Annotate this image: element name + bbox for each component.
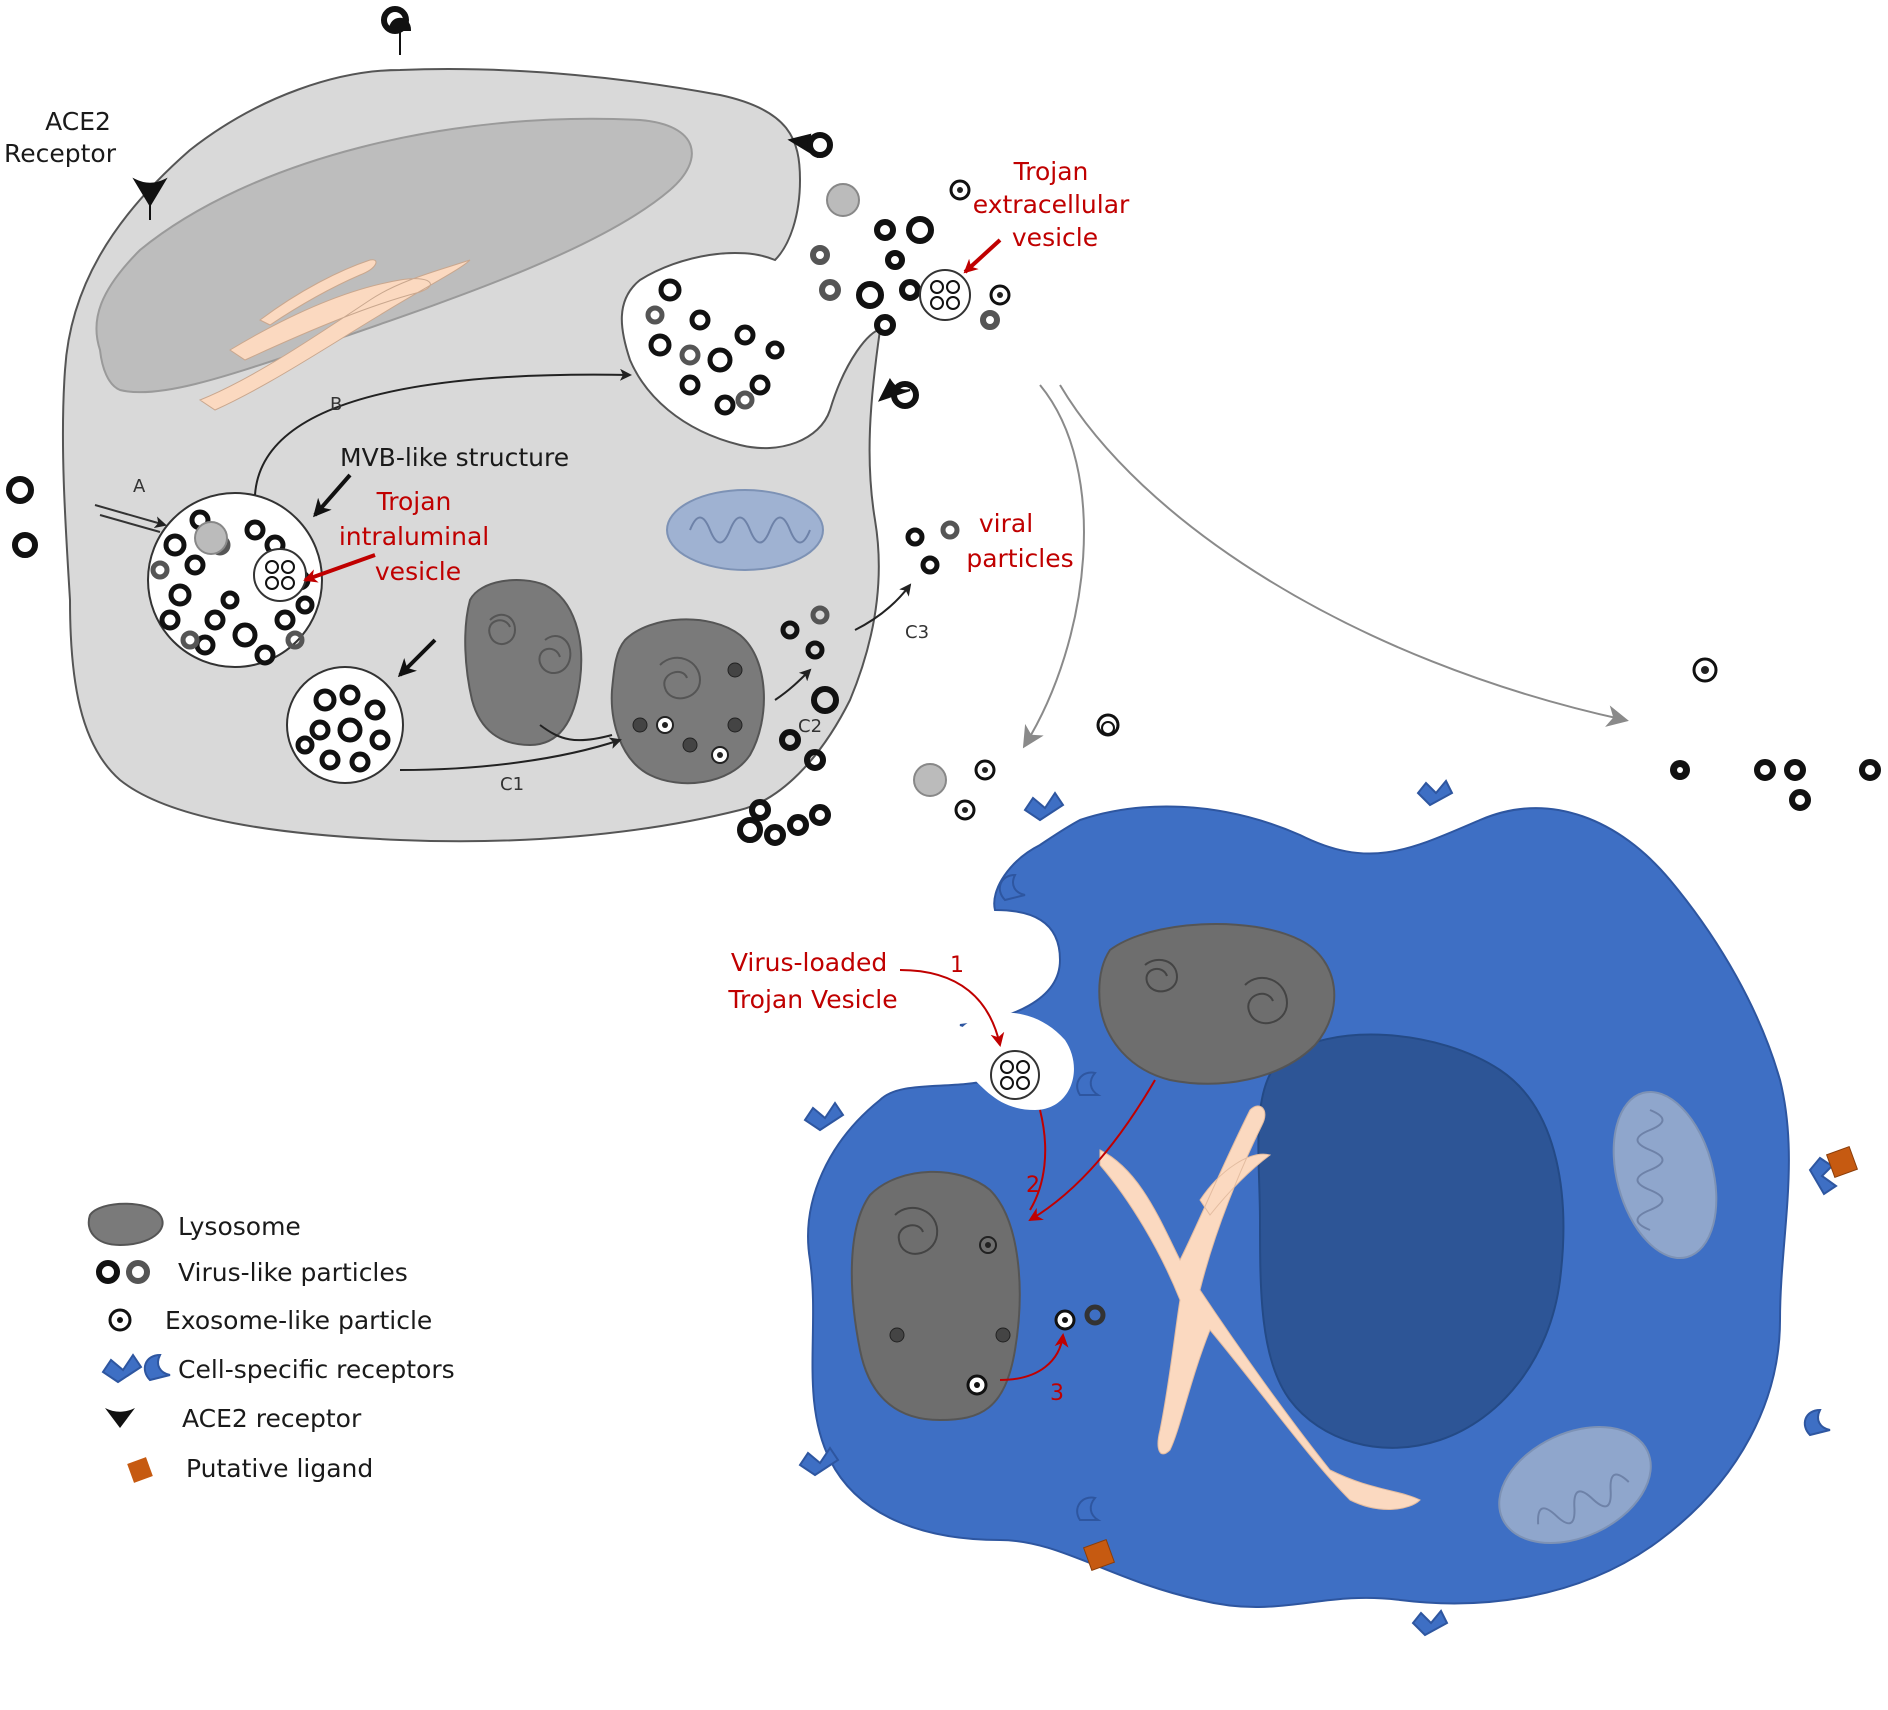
source-lysosome-2	[610, 618, 765, 785]
trojan-extracellular-vesicle	[919, 269, 971, 321]
route-c1-label: C1	[500, 774, 524, 795]
route-b-label: B	[330, 394, 342, 415]
target-nucleus	[1257, 1033, 1565, 1449]
source-er	[198, 259, 471, 411]
legend-lysosome-icon	[87, 1202, 164, 1247]
step-2-label: 2	[1026, 1173, 1040, 1198]
virus-loaded-trojan-vesicle	[990, 1050, 1040, 1100]
source-surface-virus	[6, 6, 919, 558]
step-1-arrow	[899, 969, 1005, 1047]
mvb-pointer-arrow	[313, 473, 352, 518]
source-cell	[6, 6, 960, 843]
legend-virus-like-particle-icon	[96, 1260, 150, 1284]
legend-exosome-like-particle-icon	[108, 1308, 132, 1332]
target-lysosome-1	[1098, 923, 1336, 1085]
target-mitochondrion-2	[1498, 1425, 1652, 1545]
source-nucleus	[95, 117, 693, 394]
extracellular-particles	[737, 179, 1881, 846]
trojan-extracellular-arrow	[963, 238, 1002, 274]
putative-ligand-icon	[1082, 1145, 1859, 1572]
legend-label-ace2: ACE2 receptor	[182, 1404, 362, 1433]
legend-label-lysosome: Lysosome	[178, 1212, 301, 1241]
legend-putative-ligand-icon	[127, 1457, 153, 1483]
route-c3-arrow	[854, 583, 912, 631]
dispersal-arrow-distant	[1059, 384, 1629, 727]
released-particles	[1054, 1304, 1106, 1331]
dispersal-arrow-target	[1022, 384, 1085, 749]
legend-cell-specific-receptor-icon	[101, 1353, 171, 1384]
trojan-extracellular-label: Trojan extracellular vesicle	[973, 157, 1138, 252]
step-3-label: 3	[1050, 1381, 1064, 1406]
source-mitochondrion	[666, 489, 824, 571]
cell-specific-receptor-icon	[798, 779, 1838, 1637]
legend-label-exosome-like: Exosome-like particle	[165, 1306, 432, 1335]
trojan-intraluminal-label: Trojan intraluminal vesicle	[339, 487, 497, 586]
step-1-label: 1	[950, 953, 964, 978]
budding-compartment	[645, 278, 785, 416]
ace2-receptor-label: ACE2 Receptor	[4, 107, 119, 168]
legend-label-cell-specific: Cell-specific receptors	[178, 1355, 455, 1384]
route-b-arrow	[254, 368, 632, 496]
mvb-structure	[147, 492, 323, 668]
target-er	[1099, 1105, 1421, 1510]
viral-particles-label: viral particles	[966, 509, 1073, 573]
route-c1-arrow	[399, 737, 622, 771]
viral-particles-released	[780, 520, 960, 660]
target-lysosome-2	[850, 1170, 1021, 1422]
source-lysosome-1	[464, 579, 583, 747]
mvb-label: MVB-like structure	[340, 443, 569, 472]
trojan-intraluminal-arrow	[303, 553, 376, 583]
route-c3-label: C3	[905, 622, 929, 643]
target-cell	[798, 779, 1859, 1637]
legend-label-ligand: Putative ligand	[186, 1454, 373, 1483]
legend: Lysosome Virus-like particles Exosome-li…	[87, 1202, 455, 1483]
legend-label-virus-like: Virus-like particles	[178, 1258, 408, 1287]
step-2-arrow	[1028, 1079, 1156, 1222]
route-a-label: A	[133, 476, 146, 497]
virus-loaded-label: Virus-loaded Trojan Vesicle	[727, 948, 897, 1014]
mvb-secondary	[286, 666, 404, 784]
route-c2-label: C2	[798, 716, 822, 737]
route-a-arrow	[94, 504, 167, 529]
mvb-secondary-pointer-arrow	[397, 638, 437, 678]
legend-ace2-receptor-icon	[105, 1408, 135, 1428]
route-c2-arrow	[774, 668, 812, 701]
step-3-arrow	[999, 1333, 1069, 1381]
target-mitochondrion-1	[1612, 1090, 1718, 1260]
